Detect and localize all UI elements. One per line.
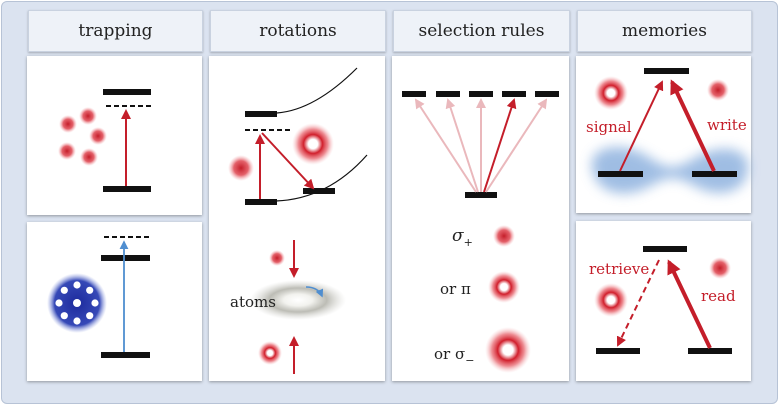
panel-memories-top xyxy=(576,56,751,213)
panel-trapping-bottom xyxy=(27,222,202,381)
header-trapping: trapping xyxy=(28,10,203,52)
header-memories: memories xyxy=(577,10,752,52)
header-rotations: rotations xyxy=(210,10,386,52)
panel-memories-bottom xyxy=(576,221,751,381)
header-selection-rules: selection rules xyxy=(393,10,570,52)
panel-rotations xyxy=(209,56,385,381)
panel-selection-rules xyxy=(392,56,569,381)
panel-trapping-top xyxy=(27,56,202,215)
